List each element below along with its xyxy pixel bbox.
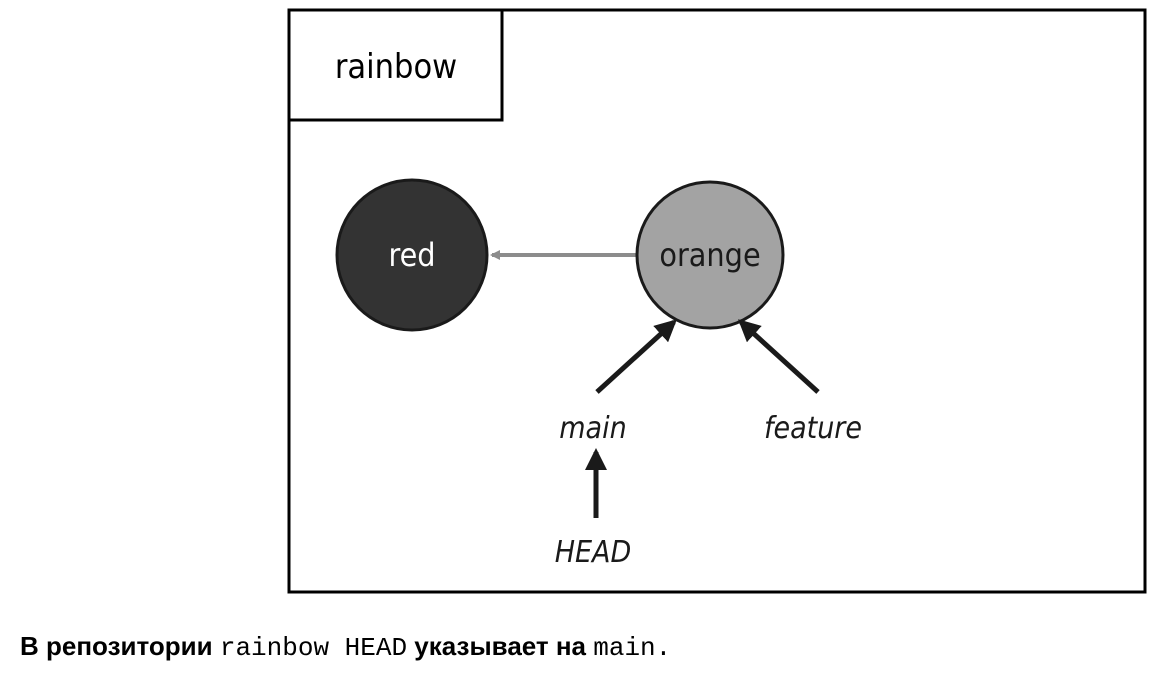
branch-feature-label: feature [764,411,862,446]
caption-head-code: HEAD [329,633,408,663]
repository-name: rainbow [335,47,457,87]
commit-orange-label: orange [659,236,760,274]
caption-branch-code: main [593,633,656,663]
caption: В репозитории rainbow HEAD указывает на … [20,628,671,666]
main-ref-arrow [595,319,677,394]
repository-name-box [287,8,504,122]
commit-red-label: red [388,236,435,274]
git-diagram: rainbow red orange main feature HEAD [287,8,1147,594]
feature-ref-arrow [738,319,820,394]
caption-repo-code: rainbow [219,633,330,663]
caption-text-2: указывает на [407,631,594,661]
caption-period: . [655,633,672,663]
caption-text-1: В репозитории [20,631,220,661]
head-label: HEAD [555,535,632,570]
commit-red-node [335,178,489,332]
branch-main-label: main [559,411,626,446]
commit-orange-node [635,180,785,330]
